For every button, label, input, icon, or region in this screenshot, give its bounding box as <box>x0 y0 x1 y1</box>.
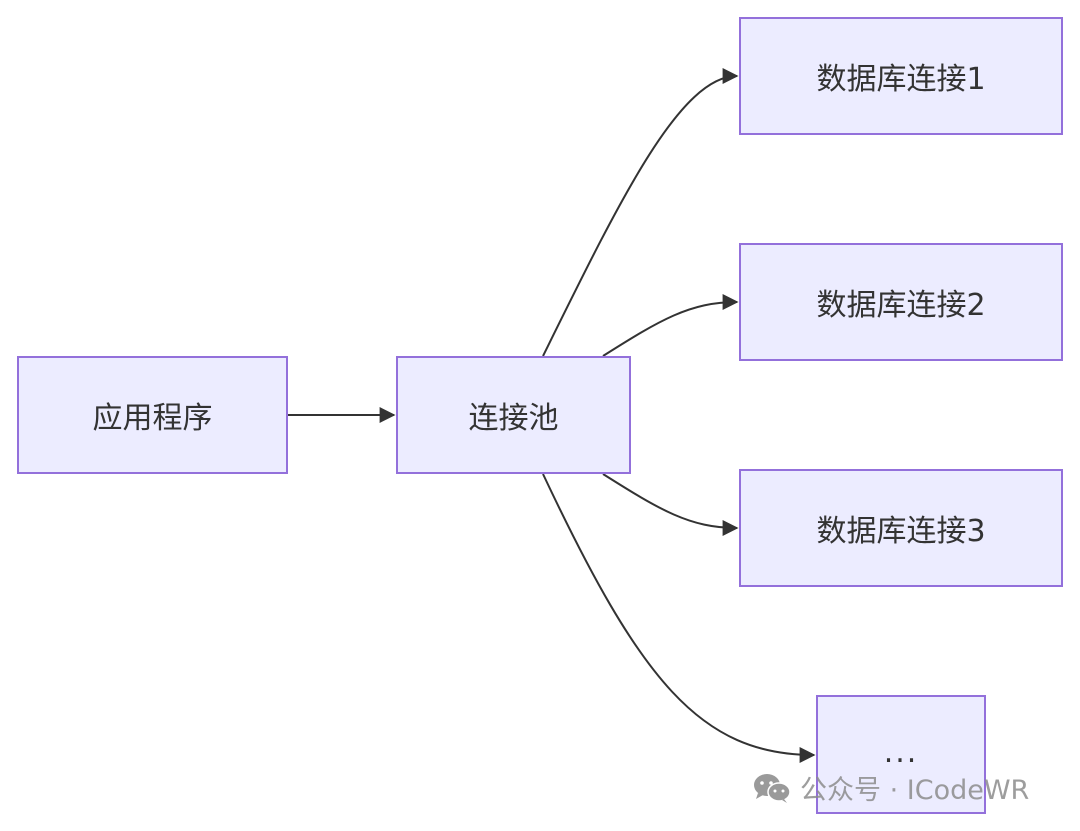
edge-pool-db2 <box>602 294 739 357</box>
watermark: 公众号 · ICodeWR <box>752 768 1029 807</box>
wechat-icon <box>752 772 792 804</box>
node-label: 连接池 <box>468 401 559 436</box>
watermark-text: 公众号 · ICodeWR <box>800 775 1030 806</box>
node-label: 数据库连接3 <box>816 514 986 549</box>
node-db1: 数据库连接1 <box>739 17 1063 135</box>
node-db3: 数据库连接3 <box>739 469 1063 587</box>
edge-pool-more <box>542 473 816 763</box>
node-label: 数据库连接2 <box>816 288 986 323</box>
node-pool: 连接池 <box>396 356 631 474</box>
edge-pool-db1 <box>542 68 739 357</box>
node-app: 应用程序 <box>17 356 288 474</box>
node-label: ... <box>883 735 919 770</box>
node-more: ... <box>816 695 986 814</box>
node-db2: 数据库连接2 <box>739 243 1063 361</box>
node-label: 应用程序 <box>92 401 213 436</box>
edge-pool-db3 <box>602 473 739 536</box>
node-label: 数据库连接1 <box>816 62 986 97</box>
